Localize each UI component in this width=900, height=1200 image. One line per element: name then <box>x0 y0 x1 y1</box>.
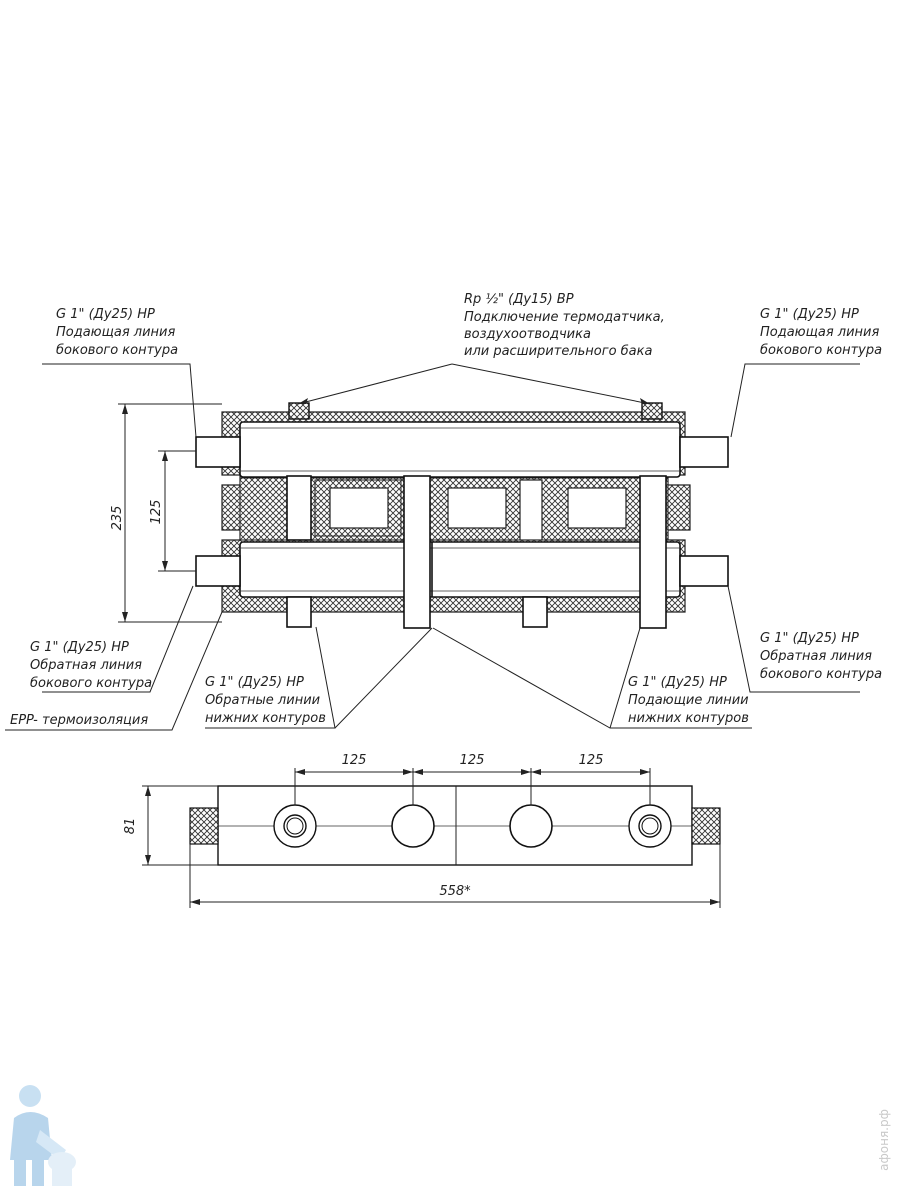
label-insulation: EPP- термоизоляция <box>10 713 148 728</box>
left-upper-nozzle <box>195 436 241 468</box>
svg-text:G 1" (Ду25) НР: G 1" (Ду25) НР <box>760 631 859 646</box>
svg-text:Подключение термодатчика,: Подключение термодатчика, <box>464 310 665 325</box>
svg-text:бокового контура: бокового контура <box>760 667 882 682</box>
label-bottom-left: G 1" (Ду25) НР Обратная линия бокового к… <box>30 640 152 691</box>
svg-text:Подающая линия: Подающая линия <box>56 325 175 340</box>
dim-height-pipes: 125 <box>149 500 164 525</box>
dim-spacing-3: 125 <box>579 753 604 768</box>
right-lower-nozzle <box>679 555 729 587</box>
svg-text:Подающие линии: Подающие линии <box>628 693 749 708</box>
svg-text:Подающая линия: Подающая линия <box>760 325 879 340</box>
front-view: 235 125 Rp ½" (Ду15) ВР Подключение терм… <box>5 292 882 731</box>
left-sensor-port <box>288 402 310 420</box>
label-top-center: Rp ½" (Ду15) ВР Подключение термодатчика… <box>464 292 665 359</box>
right-upper-nozzle <box>679 436 729 468</box>
svg-text:G 1" (Ду25) НР: G 1" (Ду25) НР <box>56 307 155 322</box>
svg-text:Обратная линия: Обратная линия <box>760 649 872 664</box>
left-lower-nozzle <box>195 555 241 587</box>
dim-spacing-1: 125 <box>342 753 367 768</box>
dim-depth: 81 <box>123 818 138 835</box>
label-top-left: G 1" (Ду25) НР Подающая линия бокового к… <box>56 307 178 358</box>
lower-header-pipe <box>239 541 681 598</box>
dim-spacing-2: 125 <box>460 753 485 768</box>
svg-text:нижних контуров: нижних контуров <box>628 711 749 726</box>
watermark: афоня.рф <box>877 1109 891 1171</box>
svg-text:или расширительного бака: или расширительного бака <box>464 344 652 359</box>
label-return-lower: G 1" (Ду25) НР Обратные линии нижних кон… <box>205 675 326 726</box>
label-bottom-right: G 1" (Ду25) НР Обратная линия бокового к… <box>760 631 882 682</box>
right-thread <box>691 807 721 845</box>
svg-text:Rp ½" (Ду15) ВР: Rp ½" (Ду15) ВР <box>464 292 574 307</box>
right-sensor-port <box>641 402 663 420</box>
svg-text:G 1" (Ду25) НР: G 1" (Ду25) НР <box>760 307 859 322</box>
upper-header-pipe <box>239 421 681 478</box>
svg-text:G 1" (Ду25) НР: G 1" (Ду25) НР <box>628 675 727 690</box>
dim-height-total: 235 <box>110 506 125 531</box>
dim-length: 558* <box>439 884 471 899</box>
left-thread <box>189 807 219 845</box>
svg-text:Обратная линия: Обратная линия <box>30 658 142 673</box>
label-supply-lower: G 1" (Ду25) НР Подающие линии нижних кон… <box>628 675 749 726</box>
svg-text:G 1" (Ду25) НР: G 1" (Ду25) НР <box>30 640 129 655</box>
svg-text:нижних контуров: нижних контуров <box>205 711 326 726</box>
svg-text:бокового контура: бокового контура <box>30 676 152 691</box>
svg-text:Обратные линии: Обратные линии <box>205 693 320 708</box>
svg-text:воздухоотводчика: воздухоотводчика <box>464 327 591 342</box>
plumber-mascot-logo <box>10 1085 76 1186</box>
svg-text:бокового контура: бокового контура <box>56 343 178 358</box>
svg-text:G 1" (Ду25) НР: G 1" (Ду25) НР <box>205 675 304 690</box>
svg-text:бокового контура: бокового контура <box>760 343 882 358</box>
top-view: 125 125 125 81 558* <box>123 753 721 908</box>
label-top-right: G 1" (Ду25) НР Подающая линия бокового к… <box>760 307 882 358</box>
